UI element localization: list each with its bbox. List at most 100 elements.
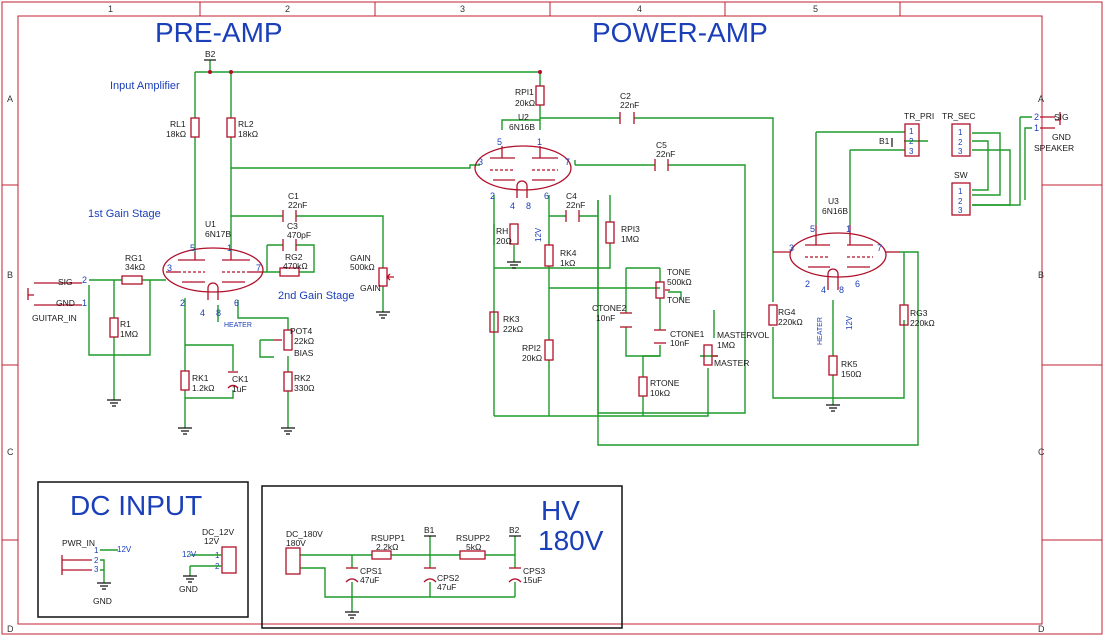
svg-text:7: 7 bbox=[256, 263, 261, 273]
svg-text:TR_PRI: TR_PRI bbox=[904, 111, 934, 121]
capacitor-ck1: CK1 1uF bbox=[227, 371, 249, 394]
svg-text:4: 4 bbox=[510, 201, 515, 211]
svg-text:GAIN: GAIN bbox=[360, 283, 381, 293]
svg-text:22nF: 22nF bbox=[620, 100, 639, 110]
svg-text:6: 6 bbox=[544, 191, 549, 201]
resistor-rk4: RK4 1kΩ bbox=[544, 244, 577, 268]
svg-text:RG4: RG4 bbox=[778, 307, 796, 317]
capacitor-c2: C2 22nF bbox=[619, 91, 639, 124]
svg-text:SPEAKER: SPEAKER bbox=[1034, 143, 1074, 153]
resistor-rg1: RG1 34kΩ bbox=[121, 253, 145, 285]
svg-text:B1: B1 bbox=[424, 525, 435, 535]
capacitor-c3: C3 470pF bbox=[282, 221, 311, 251]
svg-text:5: 5 bbox=[497, 137, 502, 147]
resistor-rpi3: RPI3 1MΩ bbox=[605, 221, 640, 244]
svg-text:1: 1 bbox=[227, 243, 232, 253]
resistor-rg3: RG3 220kΩ bbox=[899, 304, 935, 328]
svg-text:HEATER: HEATER bbox=[224, 322, 252, 329]
svg-text:6: 6 bbox=[855, 279, 860, 289]
dc-input-title: DC INPUT bbox=[70, 490, 202, 521]
svg-text:C5: C5 bbox=[656, 140, 667, 150]
svg-text:RK2: RK2 bbox=[294, 373, 311, 383]
tube-u1: U1 6N17B 5 1 3 7 2 4 8 6 HEATER bbox=[162, 219, 264, 329]
svg-text:6N16B: 6N16B bbox=[822, 206, 848, 216]
first-stage-note: 1st Gain Stage bbox=[88, 208, 161, 220]
svg-text:TONE: TONE bbox=[667, 295, 691, 305]
ground-symbol bbox=[345, 611, 359, 619]
col-label: 5 bbox=[813, 4, 818, 14]
svg-text:1.2kΩ: 1.2kΩ bbox=[192, 383, 214, 393]
dc-180v-connector: DC_180V 180V bbox=[285, 529, 323, 575]
resistor-rtone: RTONE 10kΩ bbox=[638, 376, 680, 398]
svg-text:1: 1 bbox=[958, 128, 963, 137]
capacitor-ctone1: CTONE1 10nF bbox=[654, 329, 705, 348]
dc-input-box bbox=[37, 481, 249, 618]
svg-text:5: 5 bbox=[190, 243, 195, 253]
svg-text:B2: B2 bbox=[509, 525, 520, 535]
svg-text:RG2: RG2 bbox=[285, 252, 303, 262]
net-b2-preamp: B2 bbox=[204, 49, 233, 74]
svg-text:RTONE: RTONE bbox=[650, 378, 680, 388]
tube-u2: U2 6N16B 5 1 3 7 2 4 8 6 12V bbox=[474, 112, 572, 242]
svg-text:180V: 180V bbox=[286, 538, 306, 548]
hv-voltage: 180V bbox=[538, 525, 604, 556]
svg-text:10nF: 10nF bbox=[670, 338, 689, 348]
svg-text:C3: C3 bbox=[287, 221, 298, 231]
svg-text:U3: U3 bbox=[828, 196, 839, 206]
svg-text:HEATER: HEATER bbox=[817, 317, 824, 345]
switch-connector: SW 1 2 3 bbox=[951, 170, 971, 216]
svg-text:12V: 12V bbox=[204, 536, 219, 546]
capacitor-cps2: CPS2 47uF bbox=[423, 567, 459, 592]
resistor-rh: RH 20Ω bbox=[496, 223, 521, 269]
svg-text:POT4: POT4 bbox=[290, 326, 312, 336]
col-label: 2 bbox=[285, 4, 290, 14]
resistor-rpi2: RPI2 20kΩ bbox=[522, 339, 554, 363]
resistor-rk1: RK1 1.2kΩ bbox=[180, 370, 214, 393]
svg-text:C2: C2 bbox=[620, 91, 631, 101]
svg-text:2: 2 bbox=[958, 197, 963, 206]
row-label: D bbox=[7, 624, 14, 634]
dc-12v-connector: DC_12V 12V 1 2 12V GND bbox=[179, 527, 237, 594]
preamp-title: PRE-AMP bbox=[155, 17, 283, 48]
svg-text:RK4: RK4 bbox=[560, 248, 577, 258]
svg-text:330Ω: 330Ω bbox=[294, 383, 315, 393]
svg-text:150Ω: 150Ω bbox=[841, 369, 862, 379]
svg-text:U2: U2 bbox=[518, 112, 529, 122]
pot-tone: TONE 500kΩ TONE bbox=[655, 267, 692, 305]
svg-text:2: 2 bbox=[490, 191, 495, 201]
svg-text:47uF: 47uF bbox=[437, 582, 456, 592]
guitar-input-jack: SIG GND 2 1 GUITAR_IN bbox=[27, 275, 87, 323]
svg-text:220kΩ: 220kΩ bbox=[778, 317, 803, 327]
svg-text:2: 2 bbox=[180, 298, 185, 308]
row-label: C bbox=[7, 447, 14, 457]
svg-text:RPI3: RPI3 bbox=[621, 224, 640, 234]
poweramp-wires bbox=[493, 72, 1032, 446]
svg-text:220kΩ: 220kΩ bbox=[910, 318, 935, 328]
svg-text:7: 7 bbox=[877, 243, 882, 253]
svg-text:RH: RH bbox=[496, 226, 508, 236]
svg-text:3: 3 bbox=[909, 147, 914, 156]
capacitor-c1: C1 22nF bbox=[282, 191, 307, 222]
svg-text:DC_12V: DC_12V bbox=[202, 527, 234, 537]
resistor-rsupp2: RSUPP2 5kΩ bbox=[456, 533, 490, 560]
svg-text:3: 3 bbox=[958, 206, 963, 215]
svg-text:20Ω: 20Ω bbox=[496, 236, 512, 246]
capacitor-ctone2: CTONE2 10nF bbox=[592, 303, 632, 328]
svg-text:6: 6 bbox=[234, 298, 239, 308]
svg-text:CTONE1: CTONE1 bbox=[670, 329, 705, 339]
row-label: A bbox=[7, 94, 13, 104]
svg-text:1: 1 bbox=[82, 298, 87, 308]
svg-text:470kΩ: 470kΩ bbox=[283, 261, 308, 271]
capacitor-cps1: CPS1 47uF bbox=[345, 566, 382, 585]
svg-text:CPS1: CPS1 bbox=[360, 566, 382, 576]
svg-text:B2: B2 bbox=[205, 49, 216, 59]
svg-text:4: 4 bbox=[821, 285, 826, 295]
svg-text:3: 3 bbox=[478, 157, 483, 167]
svg-text:RSUPP1: RSUPP1 bbox=[371, 533, 405, 543]
resistor-rl1: RL1 18kΩ bbox=[166, 117, 200, 139]
transformer-secondary-connector: TR_SEC 1 2 3 bbox=[942, 111, 976, 157]
col-label: 4 bbox=[637, 4, 642, 14]
pot-master-volume: MASTERVOL 1MΩ MASTER bbox=[703, 330, 770, 368]
svg-text:3: 3 bbox=[789, 243, 794, 253]
